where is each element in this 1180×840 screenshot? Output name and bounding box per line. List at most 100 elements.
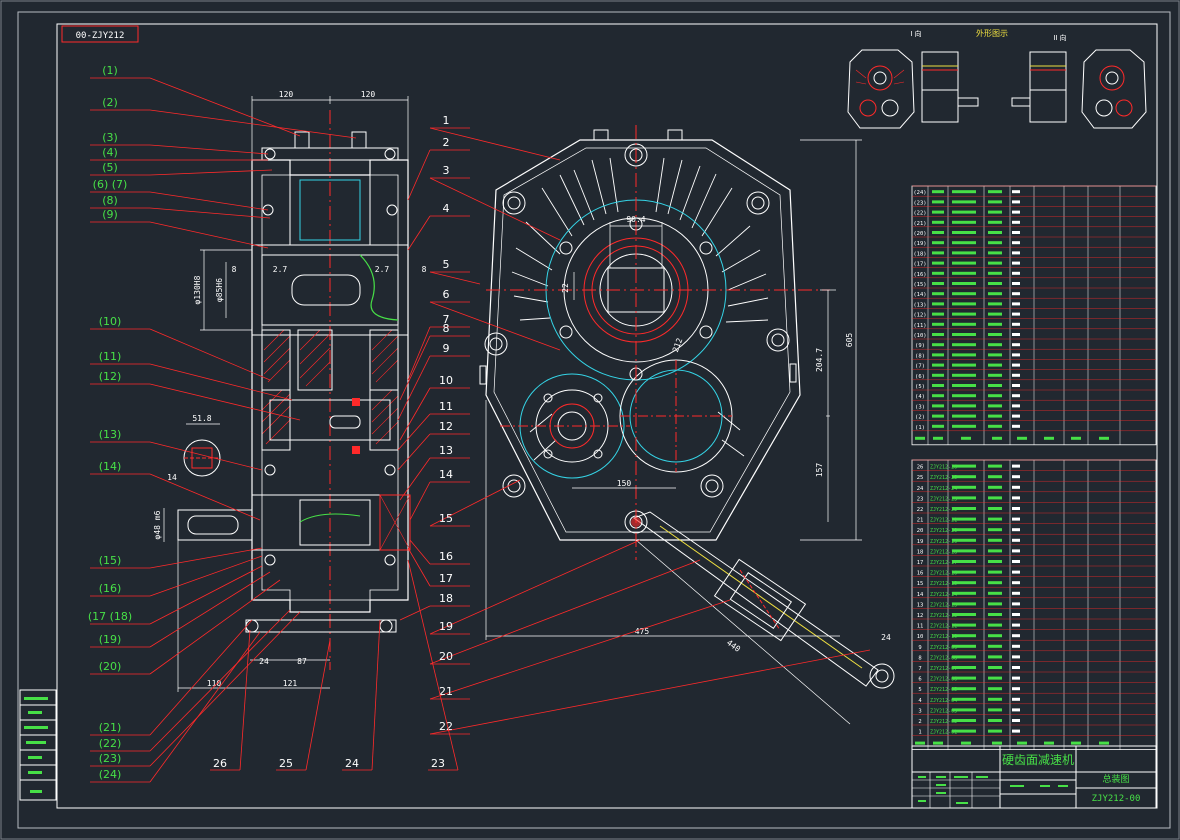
parts-row-no: (22): [913, 211, 926, 217]
callout-label-right: 10: [439, 374, 453, 387]
parts-row-no: 10: [917, 634, 924, 640]
callout-leader-left: [149, 565, 263, 625]
parts-row-no: (3): [915, 404, 925, 410]
callout-label-left: (19): [99, 633, 122, 646]
parts-row-no: (10): [913, 333, 926, 339]
callout-leader-right: [429, 479, 521, 527]
parts-row-no: (4): [915, 394, 925, 400]
parts-row-no: 9: [918, 645, 921, 651]
parts-row-code: ZJY212-17: [930, 560, 957, 566]
dim-top-right: 120: [361, 90, 376, 99]
parts-row-no: (5): [915, 384, 925, 390]
callout-label-right: 2: [443, 136, 450, 149]
parts-row-no: 22: [917, 507, 924, 513]
callout-label-left: (20): [99, 660, 122, 673]
parts-row-code: ZJY212-15: [930, 581, 957, 587]
parts-row-code: ZJY212-06: [930, 677, 957, 683]
callout-label-left: (2): [102, 96, 118, 109]
parts-row-no: 5: [918, 687, 921, 693]
callout-leader-right: [397, 433, 431, 471]
callout-leader-bottom: [371, 619, 381, 771]
callout-label-left: (6) (7): [93, 178, 128, 191]
callout-leader-left: [149, 169, 273, 176]
right-view-label: II 向: [1053, 33, 1066, 42]
callout-leader-left: [149, 473, 261, 521]
callout-leader-right: [429, 539, 641, 635]
callout-label-right: 19: [439, 620, 453, 633]
parts-row-no: (21): [913, 221, 926, 227]
callout-leader-left: [149, 191, 269, 211]
callout-leader-left: [149, 221, 269, 249]
dim-c2: 22: [561, 283, 570, 293]
parts-row-code: ZJY212-10: [930, 634, 957, 640]
parts-row-no: (6): [915, 374, 925, 380]
callout-label-right: 14: [439, 468, 453, 481]
drawing-title: 硬齿面减速机: [1002, 753, 1074, 767]
callout-label-left: (4): [102, 146, 118, 159]
callout-leader-left: [149, 328, 271, 381]
callout-leader-right: [399, 387, 431, 441]
callout-leader-right: [397, 413, 431, 451]
callout-label-left: (15): [99, 554, 122, 567]
callout-label-left: (9): [102, 208, 118, 221]
parts-row-no: 11: [917, 624, 924, 630]
drawing-frame-outer: [17, 11, 1171, 829]
callout-leader-right: [429, 649, 871, 735]
parts-row-code: ZJY212-02: [930, 719, 957, 725]
parts-row-no: 1: [918, 730, 921, 736]
parts-row-no: 7: [918, 666, 921, 672]
callout-leader-bottom: [239, 629, 251, 771]
dim-c10: 24: [881, 633, 891, 642]
callout-label-right: 5: [443, 258, 450, 271]
callout-label-right: 11: [439, 400, 453, 413]
parts-row-no: 26: [917, 465, 924, 471]
dim-bottom-4: 121: [283, 679, 298, 688]
callout-label-right: 9: [443, 342, 450, 355]
callout-leader-bottom: [407, 559, 459, 771]
callout-leader-left: [149, 207, 271, 219]
callout-label-left: (5): [102, 161, 118, 174]
parts-row-no: (20): [913, 231, 926, 237]
parts-row-code: ZJY212-23: [930, 496, 957, 502]
callout-label-right: 4: [443, 202, 450, 215]
parts-row-code: ZJY212-03: [930, 708, 957, 714]
callout-label-bottom: 23: [431, 757, 445, 770]
callout-leader-left: [149, 441, 263, 471]
parts-row-no: (13): [913, 302, 926, 308]
dim-shaft-dia: φ48 m6: [153, 510, 162, 539]
callout-label-right: 21: [439, 685, 453, 698]
callout-label-right: 3: [443, 164, 450, 177]
parts-row-no: (7): [915, 364, 925, 370]
dim-c8: 475: [635, 627, 650, 636]
parts-row-no: (24): [913, 190, 926, 196]
dim-bottom-2: 87: [297, 657, 307, 666]
parts-row-code: ZJY212-26: [930, 465, 957, 471]
parts-row-code: ZJY212-14: [930, 592, 957, 598]
parts-row-no: 8: [918, 655, 921, 661]
dim-bore-1: φ130H8: [193, 275, 202, 304]
callout-leader-left: [149, 109, 357, 139]
callout-label-bottom: 24: [345, 757, 359, 770]
callout-label-left: (10): [99, 315, 122, 328]
parts-row-no: 24: [917, 486, 924, 492]
callout-leader-right: [409, 481, 431, 521]
drawing-frame-inner: [56, 23, 1158, 809]
parts-row-code: ZJY212-20: [930, 528, 957, 534]
callout-leader-left: [149, 571, 271, 648]
callout-label-left: (17 (18): [88, 610, 132, 623]
callout-label-left: (12): [99, 370, 122, 383]
dim-top-left: 120: [279, 90, 294, 99]
parts-row-code: ZJY212-04: [930, 698, 957, 704]
section-view: [177, 110, 411, 670]
dim-step-2: 8: [422, 265, 427, 274]
callout-leader-left: [149, 77, 301, 137]
callout-label-right: 1: [443, 114, 450, 127]
callout-leader-bottom: [305, 639, 331, 771]
callout-label-right: 13: [439, 444, 453, 457]
callout-label-right: 8: [443, 322, 450, 335]
callout-leader-right: [399, 605, 431, 621]
parts-row-no: (17): [913, 262, 926, 268]
dim-key-width: 51.8: [192, 414, 211, 423]
callout-leader-right: [399, 457, 431, 501]
dim-bottom-3: 110: [207, 679, 222, 688]
